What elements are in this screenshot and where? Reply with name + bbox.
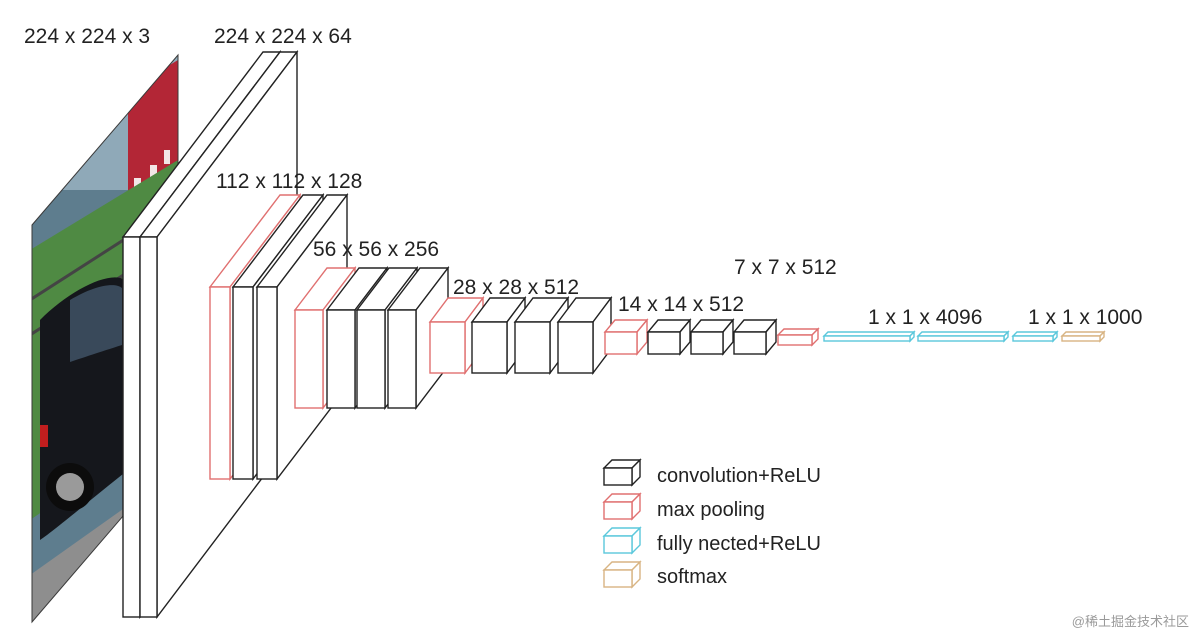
pool-layer-final [776,327,820,347]
legend-swatch-pool [602,492,642,521]
legend-item-fc: fully nected+ReLU [602,526,821,555]
dim-label-softmax: 1 x 1 x 1000 [1028,306,1142,329]
legend-swatch-fc [602,526,642,555]
legend-item-softmax: softmax [602,560,727,589]
legend-item-conv: convolution+ReLU [602,458,821,487]
legend-swatch-conv [602,458,642,487]
conv-block-4 [428,295,613,376]
legend-label-fc: fully nected+ReLU [657,533,821,555]
dim-label-input: 224 x 224 x 3 [24,25,150,48]
legend-label-softmax: softmax [657,566,727,588]
legend-swatch-softmax [602,560,642,589]
softmax-layer [1060,330,1106,343]
dim-label-conv1: 224 x 224 x 64 [214,25,352,48]
pool-layer [603,318,649,356]
watermark: @稀土掘金技术社区 [1072,614,1189,629]
dim-label-pool5: 7 x 7 x 512 [734,256,837,279]
legend-label-pool: max pooling [657,499,765,521]
conv-layer [732,318,778,356]
dim-label-conv5: 14 x 14 x 512 [618,293,744,316]
legend: convolution+ReLU max pooling fully necte… [602,458,821,589]
conv-block-1 [121,49,299,620]
conv-layer [689,318,735,356]
dim-label-conv3: 56 x 56 x 256 [313,238,439,261]
dim-label-conv4: 28 x 28 x 512 [453,276,579,299]
fc-layers [822,330,1059,343]
legend-item-pool: max pooling [602,492,765,521]
dim-label-conv2: 112 x 112 x 128 [216,170,362,193]
legend-label-conv: convolution+ReLU [657,465,821,487]
fc-layer [1011,330,1059,343]
dim-label-fc: 1 x 1 x 4096 [868,306,982,329]
conv-block-3 [293,265,450,411]
conv-block-5 [603,318,778,356]
fc-layer [916,330,1010,343]
conv-layer [646,318,692,356]
fc-layer [822,330,916,343]
